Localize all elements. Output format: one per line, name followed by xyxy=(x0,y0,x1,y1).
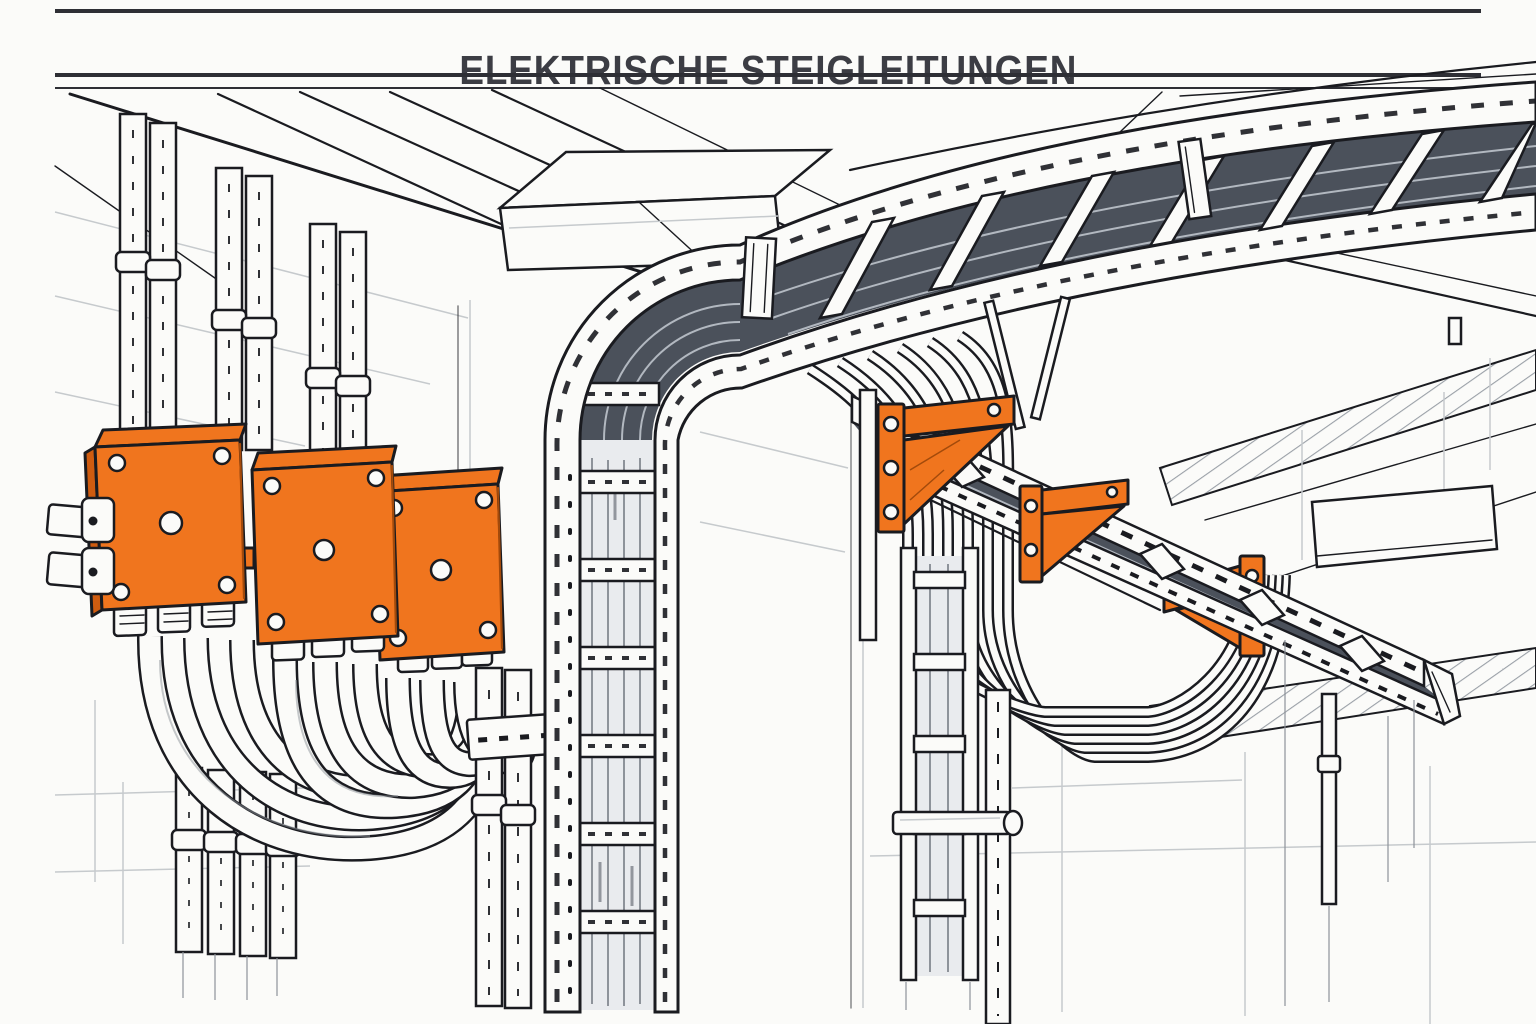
junction-box-2 xyxy=(242,444,400,662)
header-rule-bottom xyxy=(55,73,1481,77)
cable-ladder-main xyxy=(543,80,1536,1014)
hanger-strap-right xyxy=(1177,137,1213,221)
hanger-strap-bend xyxy=(740,235,778,321)
ceiling-lines-right xyxy=(848,60,1536,346)
page-title-text: ELEKTRISCHE STEIGLEITUNGEN xyxy=(459,47,1077,94)
cable-tray-diagonal xyxy=(850,394,1462,726)
junction-boxes xyxy=(45,422,506,674)
header-rule-top xyxy=(55,9,1481,13)
wall-conduits-upper xyxy=(114,112,372,484)
stub-pipe xyxy=(891,809,1024,837)
ladder-rail-outer xyxy=(543,80,1536,1014)
wall-bracket-1 xyxy=(858,388,1016,642)
ladder-rail-inner xyxy=(653,192,1536,1014)
ladder-rack-vertical xyxy=(891,546,1415,1024)
conduit-dashed xyxy=(984,688,1012,1024)
suspended-fixture-box xyxy=(1310,484,1499,569)
conduit-risers-bottom-left xyxy=(170,766,302,1000)
feed-pipes-left xyxy=(45,496,116,596)
soffit-hatch-upper xyxy=(1158,348,1536,507)
header-rule-bottom-thin xyxy=(55,87,1481,89)
junction-box-1 xyxy=(45,422,248,638)
conduit-pair-2 xyxy=(210,166,278,452)
tray-end-cap xyxy=(1421,657,1462,726)
wall-bracket-2 xyxy=(1018,478,1130,584)
conduit-pair-3 xyxy=(304,222,372,484)
junction-box-3 xyxy=(372,466,506,674)
conduit-pair-1 xyxy=(114,112,182,452)
page-title: ELEKTRISCHE STEIGLEITUNGEN xyxy=(0,47,1536,94)
support-strut-right xyxy=(1284,640,1415,1006)
